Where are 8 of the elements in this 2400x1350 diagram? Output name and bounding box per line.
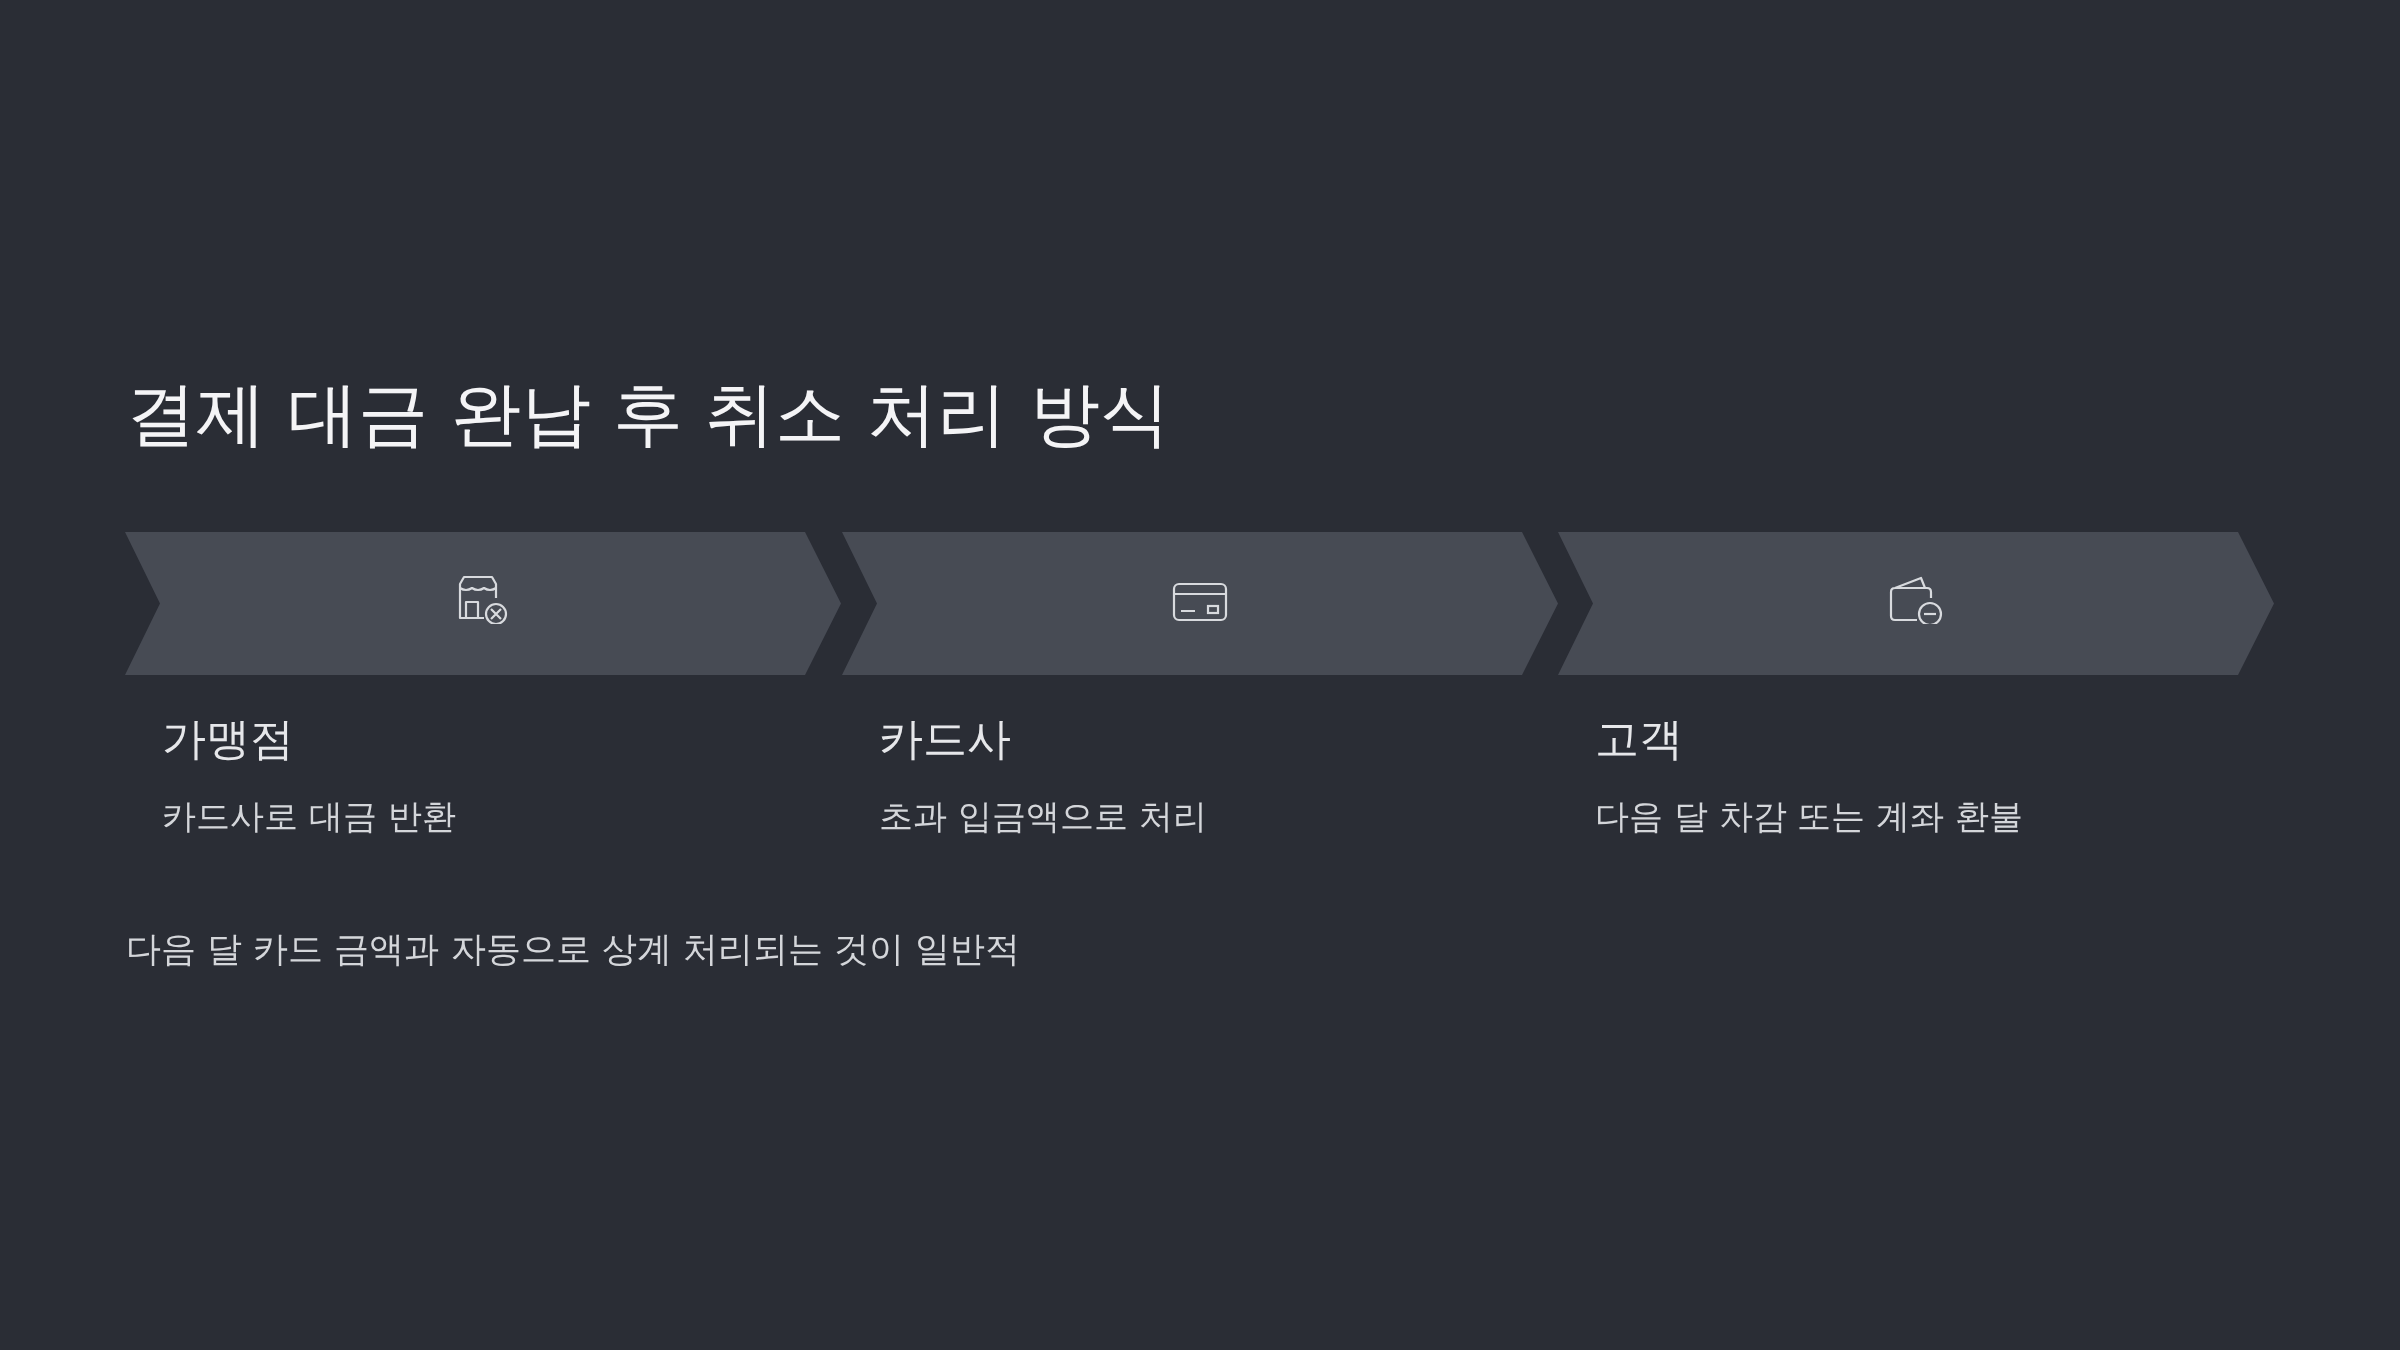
step-heading: 카드사	[879, 712, 1011, 766]
step-heading: 가맹점	[162, 712, 294, 766]
step-heading: 고객	[1595, 712, 1683, 766]
step-description: 초과 입금액으로 처리	[879, 795, 1207, 838]
step-description: 다음 달 차감 또는 계좌 환불	[1595, 795, 2024, 838]
slide-title: 결제 대금 완납 후 취소 처리 방식	[126, 372, 1170, 457]
step-description: 카드사로 대금 반환	[162, 795, 456, 838]
note-text: 다음 달 카드 금액과 자동으로 상계 처리되는 것이 일반적	[126, 928, 1020, 971]
